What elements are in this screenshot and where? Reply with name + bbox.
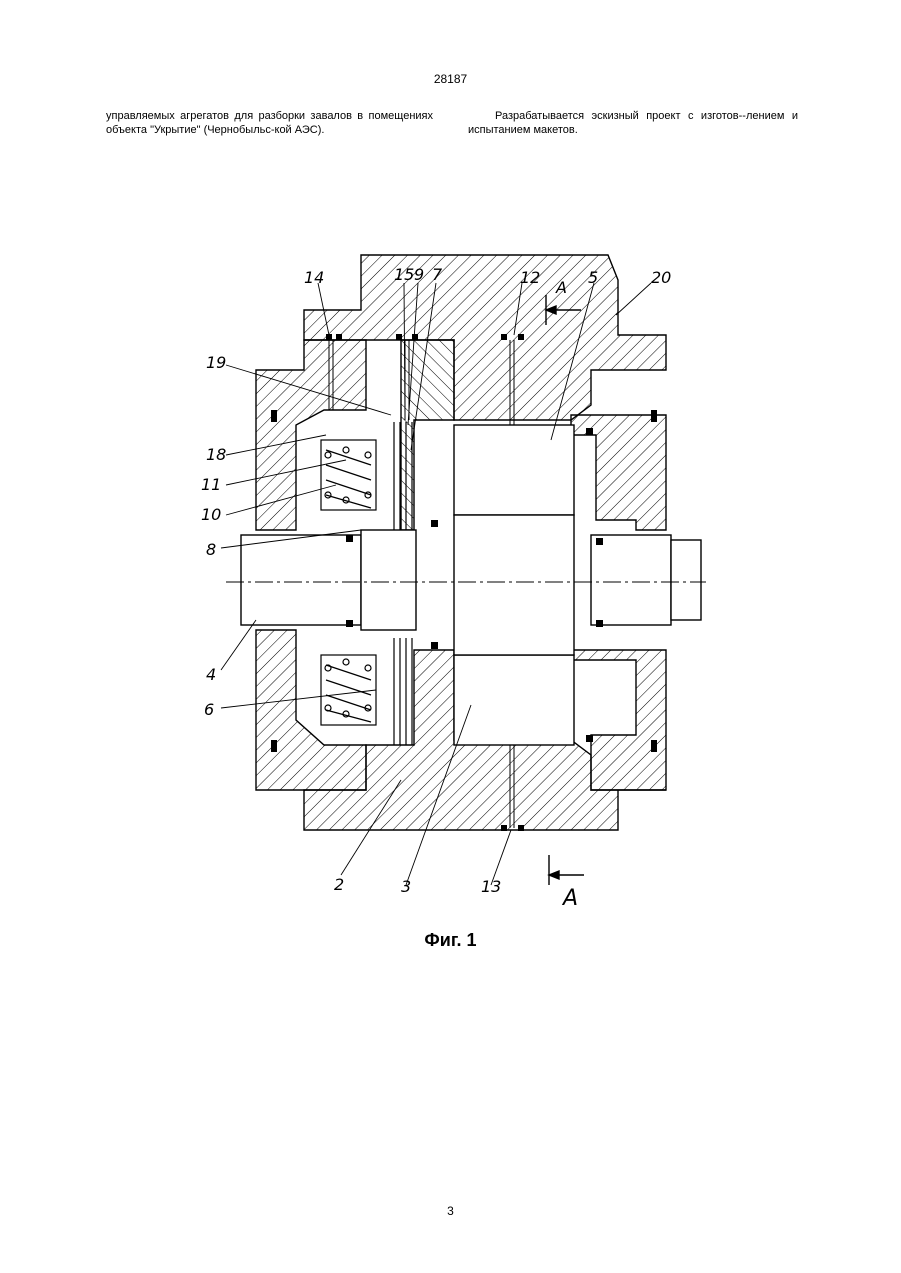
label-19: 19 (206, 353, 226, 372)
label-6: 6 (204, 700, 214, 719)
label-7: 7 (432, 265, 443, 284)
label-2: 2 (334, 875, 344, 894)
label-A-top: A (555, 278, 567, 297)
label-10: 10 (201, 505, 221, 524)
spring-pack-lower (321, 655, 376, 725)
text-column-right-content: Разрабатывается эскизный проект с изгото… (468, 110, 798, 136)
page-number-bottom: 3 (0, 1204, 901, 1218)
label-5: 5 (588, 268, 598, 287)
label-8: 8 (206, 540, 216, 559)
label-13: 13 (481, 877, 501, 896)
label-18: 18 (206, 445, 226, 464)
label-14: 14 (304, 268, 324, 287)
label-15: 15 (394, 265, 414, 284)
label-9: 9 (414, 265, 424, 284)
label-11: 11 (201, 475, 221, 494)
label-3: 3 (401, 877, 411, 896)
label-20: 20 (651, 268, 671, 287)
spring-pack-upper (321, 440, 376, 510)
technical-drawing: 14 15 9 7 12 A 5 20 19 18 11 10 8 4 6 2 … (196, 250, 706, 920)
text-column-left: управляемых агрегатов для разборки завал… (106, 109, 433, 137)
page-number-top: 28187 (0, 72, 901, 86)
piston (454, 425, 574, 745)
label-12: 12 (520, 268, 540, 287)
text-column-right: Разрабатывается эскизный проект с изгото… (468, 109, 798, 137)
label-4: 4 (206, 665, 216, 684)
label-A-bottom: A (561, 886, 578, 911)
figure-caption: Фиг. 1 (0, 930, 901, 951)
